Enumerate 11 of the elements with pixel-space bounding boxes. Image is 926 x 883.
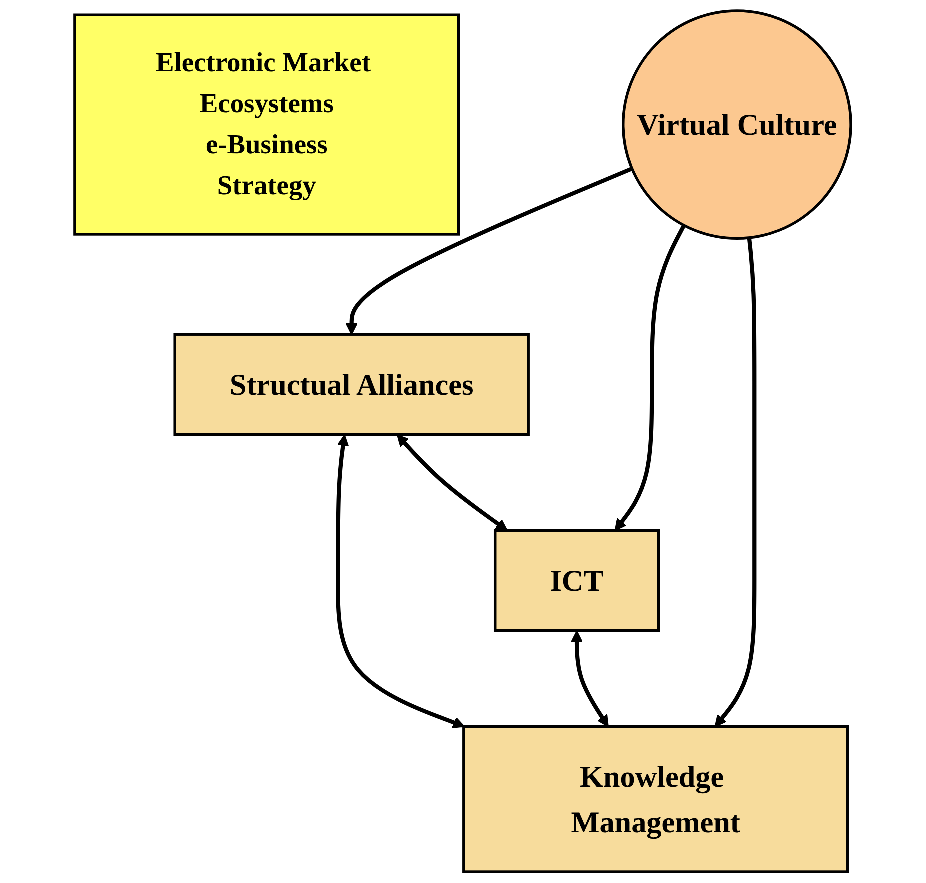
arrow bbox=[614, 224, 686, 532]
node-box: Structual Alliances bbox=[174, 333, 530, 436]
node-box: Knowledge Management bbox=[462, 725, 850, 874]
arrow bbox=[336, 434, 466, 728]
arrow bbox=[570, 630, 609, 728]
node-circle: Virtual Culture bbox=[622, 10, 852, 240]
arrow bbox=[346, 166, 634, 336]
node-box: Electronic Market Ecosystems e-Business Strategy bbox=[74, 14, 460, 236]
arrow bbox=[714, 238, 757, 728]
node-box: ICT bbox=[494, 529, 660, 632]
arrow bbox=[397, 434, 508, 532]
